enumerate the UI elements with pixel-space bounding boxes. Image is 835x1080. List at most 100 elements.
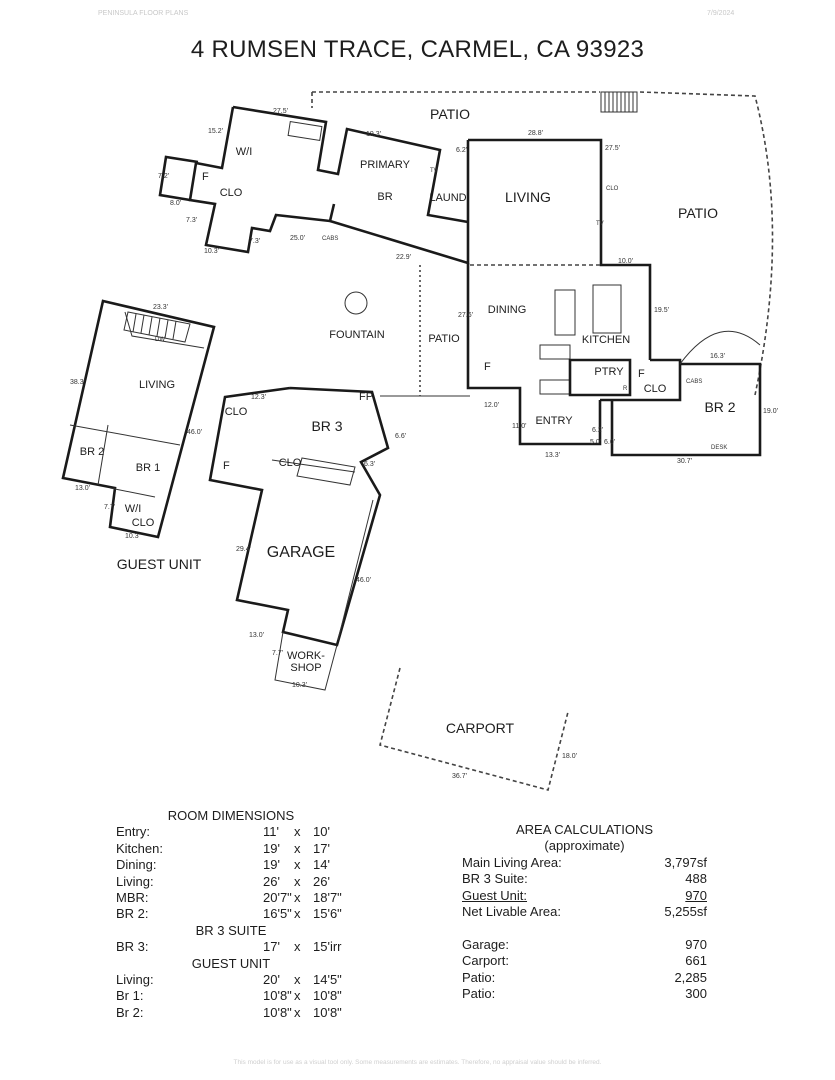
kitchen-walls [600,358,682,402]
room-name: Dining: [116,857,157,873]
br2-walls [610,362,762,457]
room-dim-b: 15'6" [313,906,342,922]
room-dim-b: 14'5" [313,971,342,987]
dim-label: 12.0' [484,402,499,409]
dim-label: 15.2' [208,128,223,135]
area-value: 970 [685,936,707,952]
room-dim-b: 10'8" [313,988,342,1004]
room-dim-x: x [294,939,301,955]
plan-date: 7/9/2024 [707,10,735,17]
label-desk: DESK [711,445,727,451]
label-workshop-2: SHOP [290,662,321,674]
label-clo-br3: CLO [225,406,248,418]
br2-bay [679,330,761,365]
dim-label: 27.5' [605,145,620,152]
dim-label: 36.7' [452,773,467,780]
label-patio-top: PATIO [430,106,470,122]
area-row: Patio: 2,285 [462,970,707,986]
label-guest-br1: BR 1 [136,462,160,474]
room-name: Living: [116,971,154,987]
room-dim-b: 10' [313,824,330,840]
label-guest-wi: W/I [125,503,142,515]
label-cabs-2: CABS [686,379,702,385]
dim-label: 6.2' [456,147,467,154]
dim-label: 7.3' [186,217,197,224]
disclaimer: This model is for use as a visual tool o… [233,1059,602,1066]
fountain-circle [344,291,368,315]
primary-wing-walls [232,105,652,360]
label-walk-in: W/I [236,146,253,158]
dim-label: 23.3' [153,304,168,311]
label-dining: DINING [488,304,527,316]
label-primary: PRIMARY [360,159,411,171]
room-dim-a: 19' [263,857,280,873]
dim-label: 13.3' [545,452,560,459]
garage-br3-walls [208,386,390,647]
dim-label: 10.0' [618,258,633,265]
room-dim-b: 10'8" [313,1004,342,1020]
area-name: Patio: [462,985,496,1001]
kitchen-island [554,289,576,336]
area-row: Main Living Area: 3,797sf [462,855,707,871]
dim-label: 10.3' [204,248,219,255]
area-name: Guest Unit: [462,887,528,903]
workshop-walls [274,631,338,691]
dining-walls [466,263,602,446]
area-value: 3,797sf [664,854,707,870]
label-tv-primary: TV [430,168,438,174]
room-dim-a: 16'5" [263,906,292,922]
label-patio-mid: PATIO [428,333,460,345]
label-fp: FP [359,391,373,403]
patio-outline [312,91,774,396]
label-guest-br2: BR 2 [80,446,104,458]
area-value: 2,285 [674,969,707,985]
label-carport: CARPORT [446,720,515,736]
room-dim-x: x [294,1004,301,1020]
room-dim-b: 18'7" [313,889,342,905]
room-name: MBR: [116,889,149,905]
dim-label: 38.3' [70,379,85,386]
dim-label: 25.0' [290,235,305,242]
room-dim-a: 10'8" [263,988,292,1004]
room-dim-x: x [294,988,301,1004]
area-row: Net Livable Area:5,255sf [462,904,707,920]
room-name: BR 3: [116,939,149,955]
area-name: Patio: [462,969,496,985]
label-r: R [623,386,628,392]
guest-stairs [123,311,191,343]
room-dimensions-title: ROOM DIMENSIONS [167,808,295,823]
dim-label: 46.0' [356,577,371,584]
area-name: Main Living Area: [462,854,562,870]
dim-label: 46.0' [187,429,202,436]
room-dim-b: 14' [313,857,330,873]
dim-label: 7.3' [249,238,260,245]
dim-label: 6.2' [592,427,603,434]
area-calculations-subtitle: (approximate) [544,838,625,854]
dim-label: 18.0' [562,753,577,760]
dim-label: 19.3' [366,131,381,138]
dim-label: 7.7' [104,504,115,511]
label-guest-unit: GUEST UNIT [117,556,202,572]
label-dw: DW [155,337,165,343]
area-name: Garage: [462,936,509,952]
pantry-walls [568,358,632,397]
area-value: 300 [685,985,707,1001]
room-dim-x: x [294,971,301,987]
dim-label: 27.5' [273,108,288,115]
room-dim-b: 26' [313,873,330,889]
label-f-3: F [638,368,645,380]
br3-suite-title: BR 3 SUITE [195,922,267,938]
closet-small-walls [158,155,199,202]
label-fountain: FOUNTAIN [329,329,384,341]
dim-label: 11.0' [512,423,526,430]
label-guest-clo: CLO [132,517,155,529]
garage-stair [271,457,356,486]
label-clo-br2: CLO [644,383,667,395]
area-value: 488 [685,871,707,887]
dim-label: 13.0' [75,485,90,492]
